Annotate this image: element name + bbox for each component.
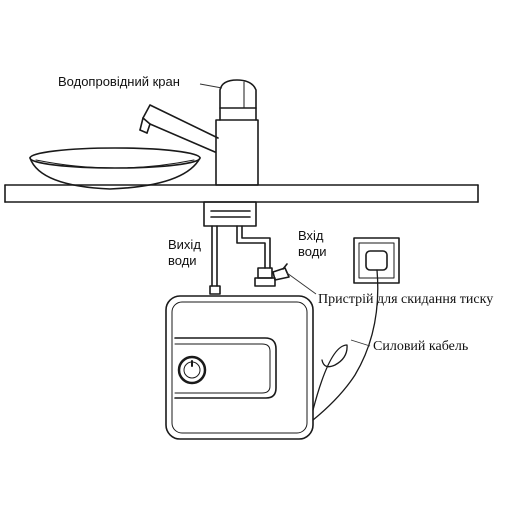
wall-socket-icon — [353, 237, 400, 284]
cable-entry-icon — [312, 344, 348, 411]
power-cable — [312, 269, 379, 421]
heater-fittings — [209, 263, 290, 295]
countertop — [4, 184, 479, 203]
faucet-connector — [203, 201, 271, 287]
faucet-label: Водопровідний кран — [58, 74, 180, 89]
power-cable-leader — [350, 339, 371, 347]
faucet-icon — [139, 79, 259, 186]
water-out-label-line1: Вихід — [168, 237, 201, 252]
sink-basin-icon — [29, 147, 201, 190]
water-heater-icon — [165, 295, 314, 440]
water-out-label-line2: води — [168, 253, 197, 268]
water-in-label-line2: води — [298, 244, 327, 259]
faucet-leader — [199, 83, 223, 89]
pressure-relief-label: Пристрій для скидання тиску — [318, 292, 493, 307]
power-cable-label: Силовий кабель — [373, 339, 468, 354]
pressure-relief-leader — [286, 272, 317, 295]
water-in-label-line1: Вхід — [298, 228, 324, 243]
